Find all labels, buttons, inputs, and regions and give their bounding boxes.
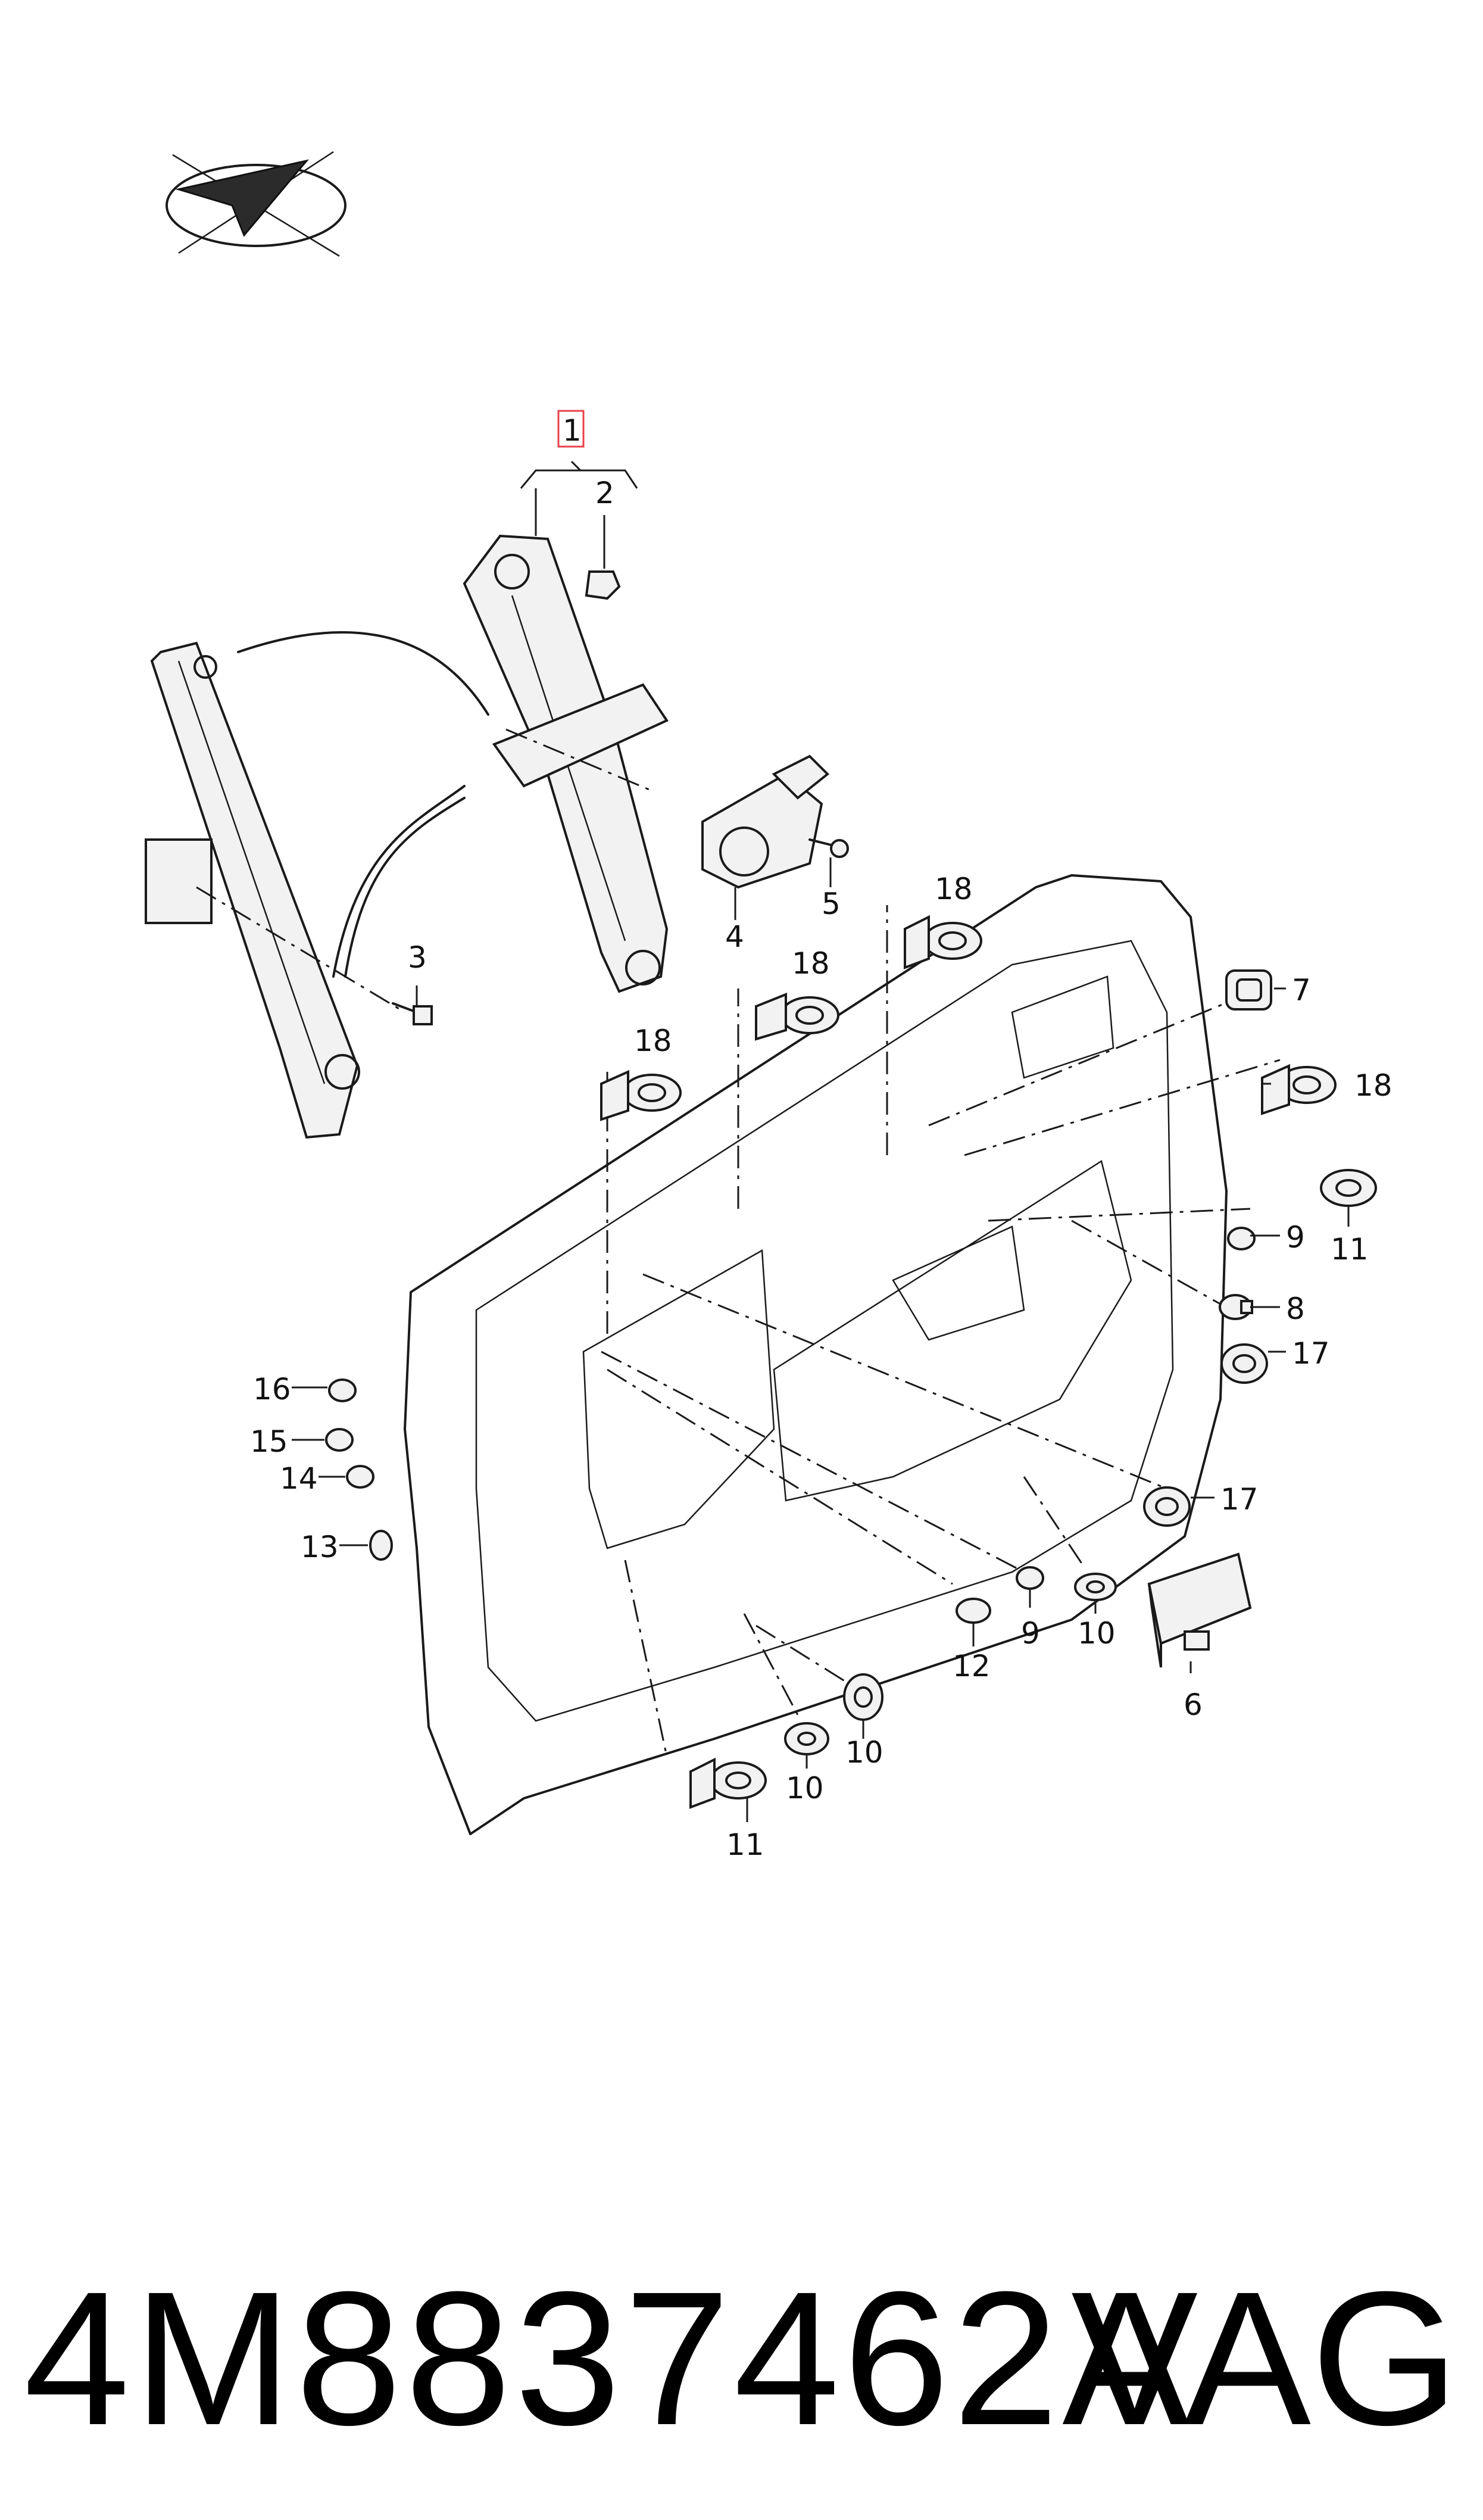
window-regulator: [145, 534, 669, 1139]
part-18-mid: [755, 993, 839, 1041]
part-18-top: [904, 915, 982, 969]
leader-lines: [292, 460, 1350, 1822]
part-17-mid: [1143, 1486, 1191, 1527]
callout-11-bottom: 11: [726, 1827, 764, 1862]
callout-14: 14: [280, 1461, 318, 1496]
screw-5-icon: [808, 838, 849, 858]
callout-9-mid: 9: [1021, 1616, 1040, 1651]
brand-name: VAG: [1070, 2251, 1459, 2465]
part-10-left: [784, 1722, 829, 1755]
callout-12: 12: [953, 1649, 991, 1683]
part-14: [346, 1465, 374, 1489]
control-module-6: [1147, 1552, 1252, 1668]
callout-1: 1: [563, 413, 582, 448]
part-17-right: [1220, 1343, 1268, 1384]
part-12: [956, 1598, 991, 1624]
callout-7: 7: [1292, 973, 1311, 1008]
callout-18-right: 18: [1354, 1068, 1393, 1103]
part-8: [1219, 1294, 1253, 1320]
nut-2-icon: [585, 570, 621, 600]
callout-15: 15: [250, 1424, 288, 1459]
callout-2: 2: [595, 476, 614, 510]
part-10-mid: [843, 1673, 883, 1721]
callout-9-right: 9: [1286, 1220, 1305, 1255]
part-11-bottom: [689, 1757, 767, 1809]
part-15: [325, 1428, 354, 1452]
callout-3: 3: [408, 940, 427, 975]
part-number: 4M8837462A: [24, 2251, 1193, 2465]
callout-17-right: 17: [1292, 1336, 1330, 1371]
part-13: [369, 1530, 393, 1561]
part-9-mid: [1016, 1566, 1044, 1590]
part-16: [328, 1378, 357, 1402]
callout-11-right: 11: [1331, 1232, 1369, 1267]
callout-16: 16: [253, 1372, 291, 1406]
callout-6: 6: [1184, 1688, 1203, 1722]
callout-10-mid: 10: [845, 1735, 883, 1770]
door-inner-panel: [404, 874, 1228, 1835]
callout-18-top: 18: [935, 872, 973, 906]
callout-17-mid: 17: [1220, 1482, 1259, 1517]
direction-logo-icon: [166, 151, 346, 257]
callout-labels: 1 2 3 4 5 6 7 8 9 9 10 10 10 11 11 12 13…: [250, 413, 1393, 1862]
callout-10-right: 10: [1078, 1616, 1116, 1651]
part-18-left: [600, 1069, 682, 1121]
callout-5: 5: [822, 887, 841, 921]
part-18-right: [1261, 1063, 1337, 1115]
callout-18-left: 18: [634, 1024, 672, 1058]
callout-8: 8: [1286, 1292, 1305, 1326]
callout-10-left: 10: [786, 1771, 824, 1805]
callout-18-mid: 18: [792, 946, 830, 981]
part-10-right: [1074, 1573, 1117, 1601]
assembly-lines: [196, 728, 1281, 1757]
callout-4: 4: [725, 919, 744, 954]
part-7: [1225, 969, 1272, 1011]
callout-1-highlight: [557, 410, 585, 448]
bolt-3-icon: [392, 1002, 433, 1025]
part-11-right: [1320, 1169, 1377, 1207]
callout-13: 13: [301, 1530, 339, 1564]
part-9-right: [1227, 1227, 1256, 1250]
window-motor-icon: [701, 754, 829, 889]
